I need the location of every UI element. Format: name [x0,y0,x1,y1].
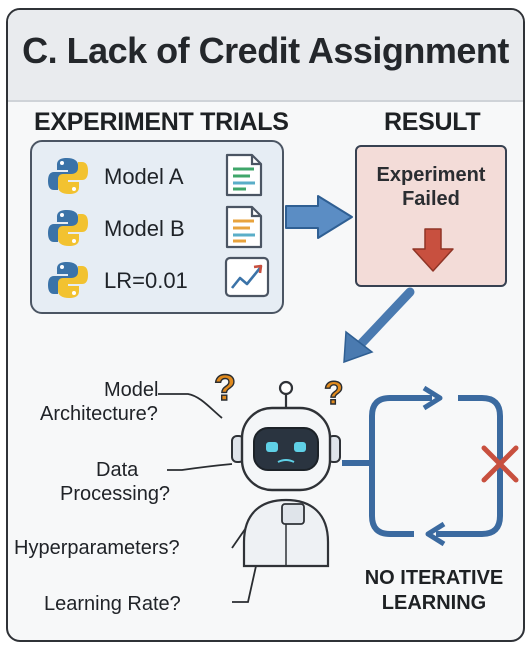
result-to-robot-arrow [343,287,415,364]
conclusion-line-1: NO ITERATIVE [364,567,504,589]
trial-row-lr: LR=0.01 [46,256,276,302]
question-line: Architecture? [40,403,158,425]
result-line-2: Failed [402,188,460,210]
chart-icon [224,256,270,298]
trial-row-model-a: Model A [46,153,276,198]
conclusion-line-2: LEARNING [381,592,487,614]
question-mark-icon: ? [324,375,344,411]
question-hyperparameters: Hyperparameters? [14,537,180,559]
diagram-title: C. Lack of Credit Assignment [22,30,509,71]
question-data-processing: Data Processing? [60,458,190,506]
robot-icon [231,380,341,568]
fail-x-icon [481,445,519,483]
trial-label: Model A [104,164,184,189]
question-line: Data [96,459,139,481]
conclusion-label: NO ITERATIVE LEARNING [345,566,523,616]
question-line: Model [104,379,159,401]
question-learning-rate: Learning Rate? [44,593,181,615]
experiment-trials-box: Model A Model B [30,140,284,314]
result-line-1: Experiment [376,164,486,186]
trials-to-result-arrow [285,195,353,239]
trial-row-model-b: Model B [46,205,276,250]
question-mark-icon: ? [214,367,236,408]
python-logo-icon [48,262,88,298]
trials-heading: EXPERIMENT TRIALS [34,108,289,136]
broken-cycle-icon [342,385,503,547]
trial-label: LR=0.01 [104,268,188,293]
python-logo-icon [48,158,88,194]
question-model-architecture: Model Architecture? [36,378,196,426]
title-bar: C. Lack of Credit Assignment [8,10,523,102]
down-arrow-icon [412,228,454,272]
question-line: Processing? [60,483,171,505]
document-icon [225,153,263,197]
document-icon [225,205,263,249]
result-heading: RESULT [384,108,481,136]
trial-label: Model B [104,216,185,241]
result-box: Experiment Failed [355,145,507,287]
result-text: Experiment Failed [357,163,505,211]
python-logo-icon [48,210,88,246]
